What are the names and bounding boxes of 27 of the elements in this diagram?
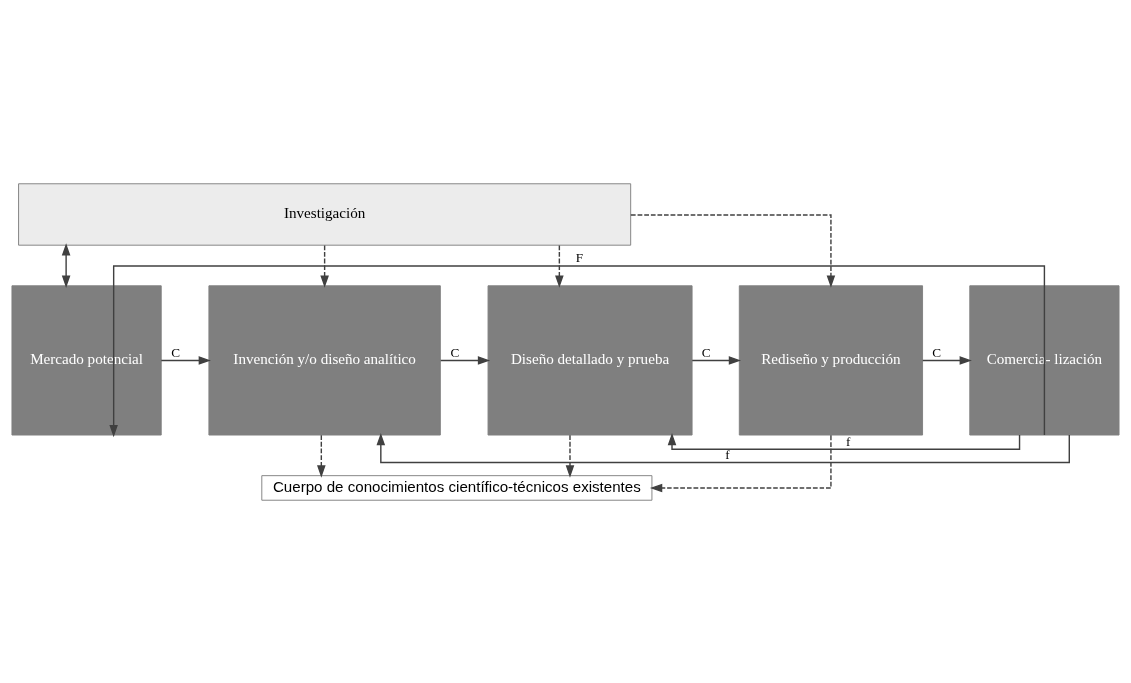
edge-label: C (701, 344, 711, 360)
node-box: Investigación (18, 182, 632, 246)
arrow (109, 264, 1046, 437)
arrow (691, 355, 742, 365)
node-box: Cuerpo de conocimientos científico-técnicos existentes (261, 474, 653, 501)
edge-label: F (575, 249, 584, 265)
edge-label: C (932, 344, 942, 360)
arrow (61, 242, 71, 288)
node-box: Diseño detallado y prueba (487, 284, 693, 435)
edge-label: C (450, 344, 460, 360)
node-box: Invención y/o diseño analítico (208, 284, 441, 435)
arrow (320, 244, 329, 288)
arrow (439, 355, 491, 365)
arrow (555, 244, 564, 288)
edge-label: C (171, 344, 180, 360)
edge-label: f (725, 446, 730, 462)
arrow (922, 355, 972, 365)
edge-label: f (845, 433, 851, 449)
arrow (565, 434, 575, 478)
node-box: Rediseño y producción (738, 284, 924, 435)
arrow (317, 434, 326, 478)
arrow (376, 432, 1070, 463)
arrow (649, 434, 832, 492)
arrow (667, 432, 1021, 450)
node-box: Comercia- lización (969, 284, 1120, 435)
arrow (160, 355, 211, 365)
arrow (630, 213, 836, 288)
